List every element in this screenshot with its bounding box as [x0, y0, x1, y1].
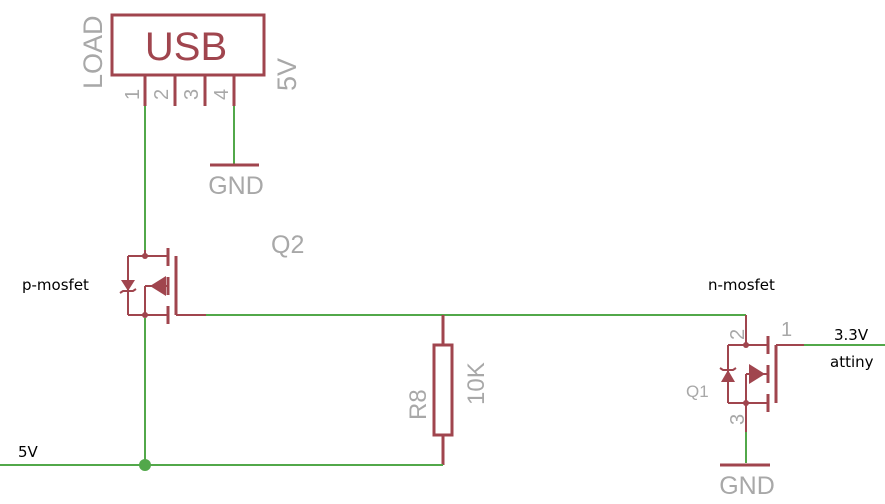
- usb-connector: USB 1 2 3 4 LOAD 5V: [78, 13, 302, 106]
- usb-pin-3-number: 3: [181, 89, 203, 100]
- net-3v3-label: 3.3V: [834, 326, 869, 344]
- usb-body: [110, 13, 266, 77]
- usb-title: USB: [145, 25, 227, 69]
- resistor-r8-body: [432, 343, 454, 437]
- net-attiny-label: attiny: [830, 353, 874, 371]
- r8-value-label: 10K: [463, 362, 490, 405]
- p-mosfet-q2: Q2 p-mosfet: [22, 106, 304, 465]
- p-mosfet-arrow: [150, 276, 166, 296]
- r8-name-label: R8: [405, 389, 432, 420]
- n-mosfet-arrow: [749, 364, 765, 384]
- resistor-r8: R8 10K: [405, 315, 490, 465]
- usb-pin-4-number: 4: [211, 89, 233, 100]
- net-5v: 5V: [0, 443, 443, 471]
- gnd-bottom-label: GND: [719, 472, 775, 500]
- usb-name-label: LOAD: [78, 15, 108, 89]
- q1-pin-2-number: 2: [727, 329, 749, 340]
- usb-pin-2-number: 2: [151, 89, 173, 100]
- junction-dot: [139, 459, 151, 471]
- n-mosfet-label: n-mosfet: [708, 276, 775, 294]
- usb-value-label: 5V: [272, 58, 302, 91]
- gnd-symbol-top: GND: [208, 106, 264, 200]
- usb-pin-1-number: 1: [122, 89, 144, 100]
- gnd-top-label: GND: [208, 172, 264, 200]
- n-mosfet-body-diode: [721, 370, 735, 382]
- q2-name-label: Q2: [271, 231, 304, 259]
- p-mosfet-label: p-mosfet: [22, 276, 89, 294]
- q1-pin-3-number: 3: [727, 414, 749, 425]
- q1-name-label: Q1: [686, 382, 709, 401]
- n-mosfet-q1: n-mosfet 2 3 1 Q1 3.3V attiny: [686, 276, 885, 463]
- p-mosfet-body-diode: [121, 280, 135, 291]
- gnd-symbol-bottom: GND: [719, 463, 775, 500]
- q1-pin-1-number: 1: [781, 319, 792, 341]
- net-5v-label: 5V: [18, 443, 39, 461]
